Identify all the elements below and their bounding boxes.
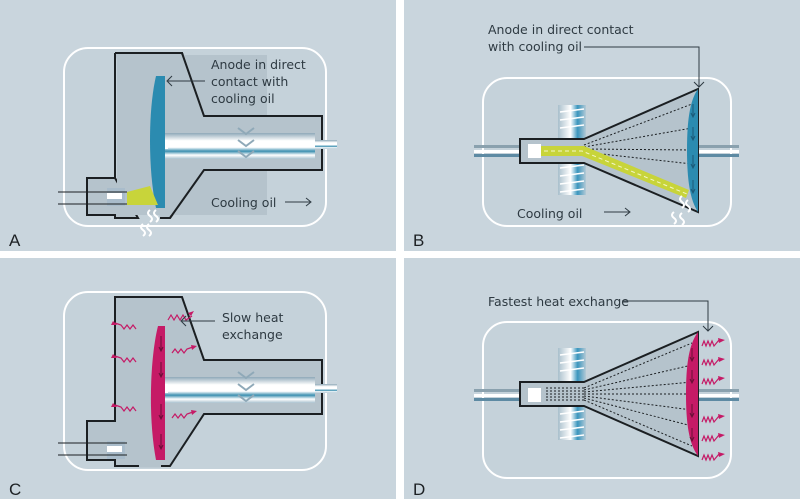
- anode: [150, 76, 165, 208]
- deflection-lines: [583, 103, 693, 165]
- electron-beam: [541, 146, 689, 198]
- rotation-chevrons: [237, 371, 255, 403]
- shaft-right: [694, 154, 739, 157]
- deflection-lines: [546, 342, 693, 447]
- panel-label: B: [413, 231, 424, 250]
- filament: [107, 446, 122, 452]
- housing-outline-left: [86, 53, 138, 219]
- arrow-right-icon: [305, 197, 312, 207]
- oil-label: Cooling oil: [211, 195, 276, 210]
- annotation-line: contact with: [211, 74, 288, 89]
- annotation-leader: [622, 300, 709, 331]
- anode-flow-arrows: [158, 336, 164, 451]
- arrow-right-icon: [624, 207, 631, 217]
- heat-arrowheads: [718, 338, 725, 457]
- heat-icon: [671, 195, 691, 226]
- annotation-line: Fastest heat exchange: [488, 294, 629, 309]
- cathode: [528, 144, 541, 158]
- annotation-line: cooling oil: [211, 91, 275, 106]
- annotation-line: Anode in direct: [211, 57, 306, 72]
- arrow-left-icon: [166, 75, 173, 87]
- anode-flow-arrows: [689, 348, 695, 443]
- electron-beam: [127, 186, 158, 205]
- annotation-line: exchange: [222, 327, 283, 342]
- annotation-leader: [584, 46, 700, 87]
- arrow-left-icon: [180, 315, 187, 327]
- anode: [686, 332, 698, 456]
- panel-c-diagram: Slow heat exchange C: [9, 291, 337, 499]
- panel-label: A: [9, 231, 21, 250]
- heat-radiation-icons: [701, 339, 720, 462]
- shaft-left: [474, 150, 522, 153]
- annotation-line: with cooling oil: [488, 39, 582, 54]
- panel-d-diagram: Fastest heat exchange D: [413, 294, 739, 499]
- rotor-shaft: [165, 377, 315, 403]
- annotation-line: Anode in direct contact: [488, 22, 634, 37]
- panel-label: C: [9, 480, 21, 499]
- coil-windings: [559, 108, 585, 193]
- shaft-left: [474, 154, 522, 157]
- annotation-line: Slow heat: [222, 310, 284, 325]
- panel-label: D: [413, 480, 425, 499]
- shaft-right: [694, 145, 739, 148]
- heat-icon: [140, 209, 159, 237]
- arrow-down-icon: [702, 325, 714, 332]
- filament: [107, 193, 122, 199]
- oil-label: Cooling oil: [517, 206, 582, 221]
- anode: [687, 89, 698, 212]
- shaft-right: [694, 394, 739, 397]
- beam-highlight: [544, 150, 688, 195]
- anode: [150, 326, 165, 460]
- coil-windings: [559, 351, 585, 439]
- panel-b: Anode in direct contact with cooling oil…: [404, 0, 800, 251]
- shaft-left: [474, 145, 522, 148]
- shaft-left: [474, 394, 522, 397]
- heat-radiation-icons: [114, 313, 194, 419]
- panel-c: Slow heat exchange C: [0, 258, 396, 499]
- shaft-right: [694, 389, 739, 392]
- rotation-chevrons: [237, 127, 255, 159]
- shaft-left: [474, 398, 522, 401]
- arrow-down-icon: [693, 81, 705, 88]
- shaft-right: [694, 150, 739, 153]
- shaft-left: [474, 389, 522, 392]
- rotor-shaft: [165, 133, 315, 159]
- shaft-right: [694, 398, 739, 401]
- cathode: [528, 388, 541, 402]
- panel-a-diagram: Anode in direct contact with cooling oil…: [9, 47, 337, 250]
- heat-arrowheads: [111, 311, 197, 415]
- panel-a: Anode in direct contact with cooling oil…: [0, 0, 396, 251]
- panel-d: Fastest heat exchange D: [404, 258, 800, 499]
- shaft-end: [315, 384, 337, 393]
- shaft-end: [315, 140, 337, 149]
- anode-flow-arrows: [690, 104, 696, 195]
- panel-b-diagram: Anode in direct contact with cooling oil…: [413, 22, 739, 250]
